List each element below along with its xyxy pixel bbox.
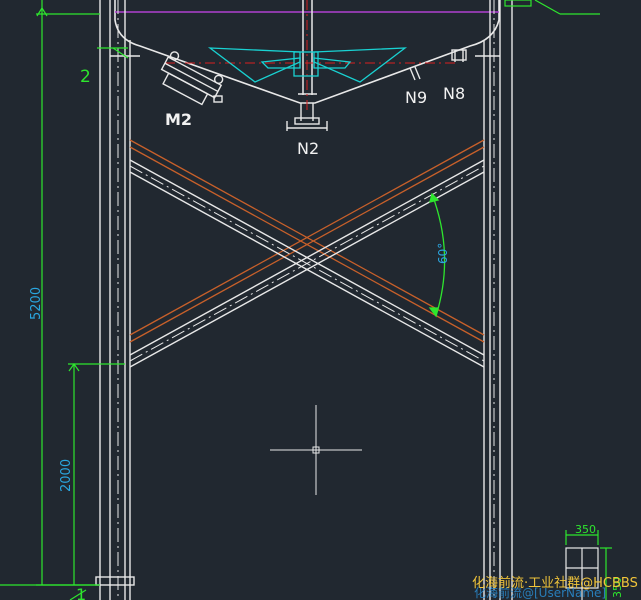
dimension-plate-width: 350: [575, 523, 596, 536]
leg-centerlines: [117, 0, 495, 600]
agitator-blades: [207, 47, 408, 83]
nozzle-n2: [286, 103, 328, 131]
dimension-lower-height: 2000: [59, 459, 74, 492]
dimension-angle: 60°: [436, 243, 450, 264]
nozzle-n9: [409, 66, 421, 81]
nozzle-n9-label: N9: [405, 88, 427, 107]
dimension-plate-height: 350: [611, 577, 624, 598]
nozzle-n8: [451, 49, 467, 62]
dimension-overall-height: 5200: [29, 287, 44, 320]
nozzle-n2-label: N2: [297, 139, 319, 158]
manhole-label: M2: [165, 110, 192, 129]
agitator: [165, 0, 455, 110]
watermark-main: 化海前流·工业社群@HCBBS: [472, 575, 638, 591]
leader-label-1: 1: [76, 585, 86, 600]
cross-bracing: [129, 139, 485, 368]
watermark-sub: 化海前流@[UserName]: [474, 585, 606, 600]
manhole-m2: [160, 51, 224, 106]
dimension-lines: [0, 0, 612, 600]
nozzle-n8-label: N8: [443, 84, 465, 103]
cursor-crosshair: [270, 405, 362, 495]
support-legs: [95, 0, 513, 600]
leader-label-2: 2: [80, 67, 91, 87]
angle-dimension: [428, 192, 446, 318]
